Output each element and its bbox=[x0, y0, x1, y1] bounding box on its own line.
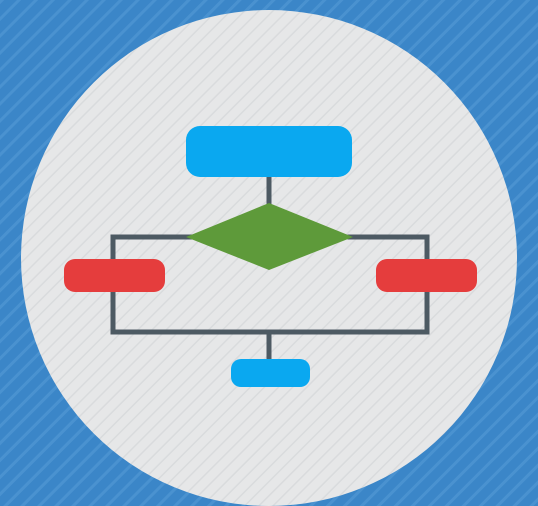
right-process-node bbox=[376, 259, 477, 292]
end-node-shape bbox=[231, 359, 310, 387]
left-process-node bbox=[64, 259, 165, 292]
start-node-shape bbox=[186, 126, 352, 177]
decision-node-shape bbox=[186, 203, 353, 270]
